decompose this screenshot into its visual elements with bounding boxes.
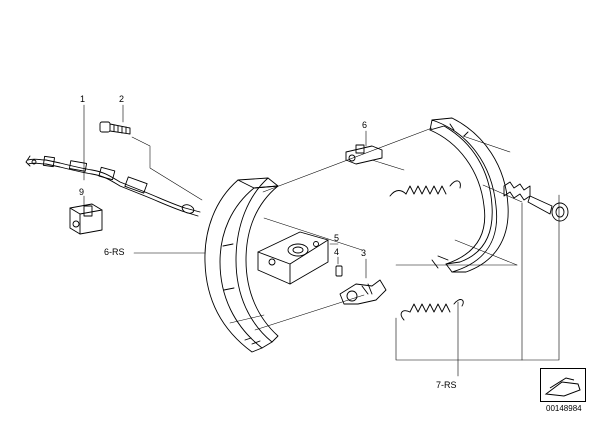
callout-3: 3 — [361, 248, 367, 258]
hold-down-spring — [503, 181, 531, 201]
upper-return-spring — [389, 180, 461, 197]
callout-4: 4 — [334, 247, 340, 257]
cable-bracket — [69, 203, 103, 235]
left-brake-shoe — [204, 177, 279, 353]
bolt — [99, 121, 131, 135]
document-number: 00148984 — [546, 404, 582, 413]
wheel-cylinder — [345, 144, 383, 165]
adjuster — [339, 279, 387, 305]
callout-1: 1 — [80, 94, 86, 104]
callout-5: 5 — [334, 233, 340, 243]
handbrake-cable — [25, 155, 201, 217]
callout-7-rs: 7-RS — [436, 380, 457, 390]
callout-2: 2 — [119, 94, 125, 104]
pin — [335, 265, 343, 277]
hold-down-pin — [527, 195, 569, 222]
callout-9: 9 — [79, 187, 85, 197]
leader-lines — [83, 104, 560, 377]
callout-6-rs: 6-RS — [104, 247, 125, 257]
callout-6: 6 — [362, 120, 368, 130]
lower-return-spring — [400, 299, 464, 321]
expander-body — [257, 231, 329, 285]
right-brake-shoe — [429, 117, 509, 273]
vehicle-section-thumbnail-icon — [540, 368, 586, 402]
